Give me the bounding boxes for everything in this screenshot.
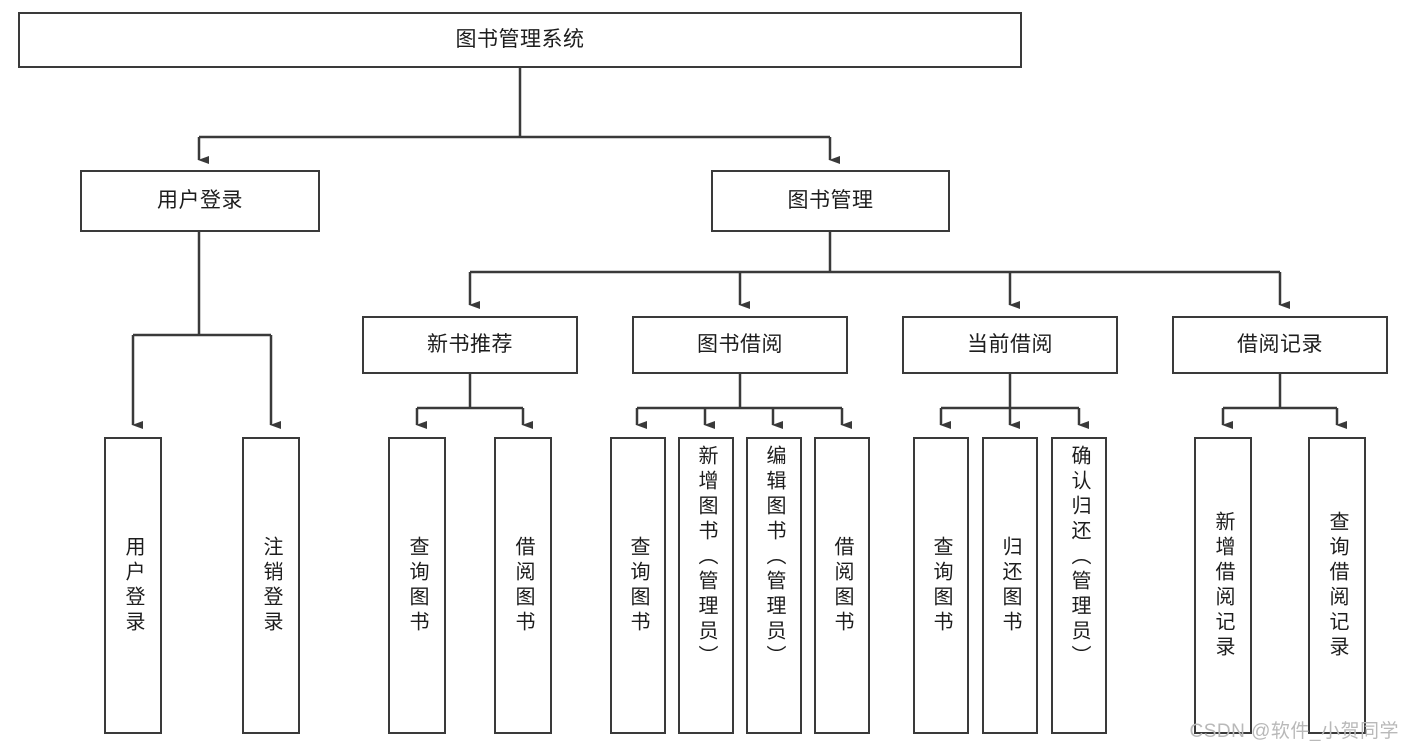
node-label: 图书借阅 (697, 332, 783, 356)
watermark-text: CSDN @软件_小贺同学 (1189, 721, 1399, 742)
vertical-text-wrap: 借阅图书 (831, 439, 853, 732)
node-user-login[interactable]: 用户登录 (80, 170, 320, 232)
node-label: 查询图书 (627, 535, 649, 636)
leaf-borrow-book[interactable]: 借阅图书 (814, 437, 870, 734)
vertical-text-wrap: 确认归还（管理员） (1068, 439, 1090, 738)
leaf-user-login[interactable]: 用户登录 (104, 437, 162, 734)
node-label: 图书管理系统 (455, 27, 585, 51)
node-label: 确认归还（管理员） (1068, 445, 1090, 670)
leaf-return-book[interactable]: 归还图书 (982, 437, 1038, 734)
leaf-query-borrow-record[interactable]: 查询借阅记录 (1308, 437, 1366, 734)
leaf-add-book-admin[interactable]: 新增图书（管理员） (678, 437, 734, 734)
vertical-text-wrap: 注销登录 (260, 439, 282, 732)
vertical-text-wrap: 编辑图书（管理员） (763, 439, 785, 738)
node-label: 借阅图书 (512, 535, 534, 636)
node-label: 图书管理 (787, 188, 874, 212)
vertical-text-wrap: 归还图书 (999, 439, 1021, 732)
node-book-management[interactable]: 图书管理 (711, 170, 950, 232)
leaf-edit-book-admin[interactable]: 编辑图书（管理员） (746, 437, 802, 734)
vertical-text-wrap: 查询图书 (406, 439, 428, 732)
node-label: 当前借阅 (967, 332, 1053, 356)
node-current-borrow[interactable]: 当前借阅 (902, 316, 1118, 374)
leaf-borrow-book-recommend[interactable]: 借阅图书 (494, 437, 552, 734)
node-label: 借阅图书 (831, 535, 853, 636)
leaf-add-borrow-record[interactable]: 新增借阅记录 (1194, 437, 1252, 734)
node-label: 借阅记录 (1237, 332, 1323, 356)
leaf-query-book-recommend[interactable]: 查询图书 (388, 437, 446, 734)
node-label: 查询图书 (930, 535, 952, 636)
node-root-system[interactable]: 图书管理系统 (18, 12, 1022, 68)
node-label: 查询图书 (406, 535, 428, 636)
vertical-text-wrap: 新增图书（管理员） (695, 439, 717, 738)
node-label: 查询借阅记录 (1326, 510, 1348, 661)
node-label: 新增借阅记录 (1212, 510, 1234, 661)
node-label: 新增图书（管理员） (695, 445, 717, 670)
vertical-text-wrap: 查询图书 (627, 439, 649, 732)
node-label: 编辑图书（管理员） (763, 445, 785, 670)
vertical-text-wrap: 用户登录 (122, 439, 144, 732)
node-book-borrow[interactable]: 图书借阅 (632, 316, 848, 374)
node-new-book-recommend[interactable]: 新书推荐 (362, 316, 578, 374)
leaf-logout[interactable]: 注销登录 (242, 437, 300, 734)
leaf-confirm-return-admin[interactable]: 确认归还（管理员） (1051, 437, 1107, 734)
node-label: 用户登录 (157, 188, 243, 212)
node-borrow-record[interactable]: 借阅记录 (1172, 316, 1388, 374)
leaf-query-book-borrow[interactable]: 查询图书 (610, 437, 666, 734)
vertical-text-wrap: 查询图书 (930, 439, 952, 732)
leaf-query-book-current[interactable]: 查询图书 (913, 437, 969, 734)
vertical-text-wrap: 借阅图书 (512, 439, 534, 732)
vertical-text-wrap: 新增借阅记录 (1212, 439, 1234, 732)
node-label: 注销登录 (260, 535, 282, 636)
node-label: 归还图书 (999, 535, 1021, 636)
node-label: 用户登录 (122, 535, 144, 636)
vertical-text-wrap: 查询借阅记录 (1326, 439, 1348, 732)
node-label: 新书推荐 (427, 332, 513, 356)
